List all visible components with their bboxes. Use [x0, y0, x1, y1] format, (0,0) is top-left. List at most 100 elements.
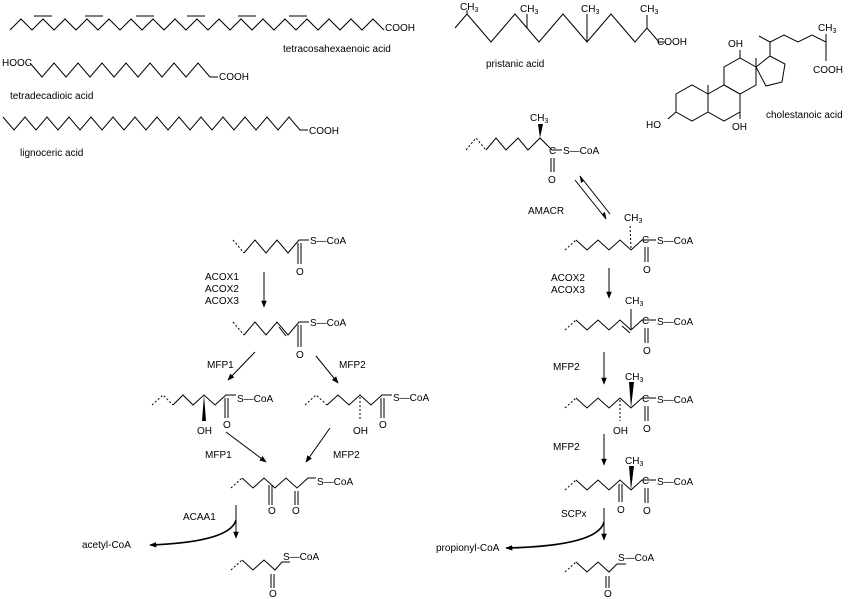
carbonyl-o-label: O	[292, 506, 300, 517]
carbon-c-label: C	[549, 146, 556, 157]
cooh-label: COOH	[385, 23, 415, 34]
cholestanoic-acid-structure: HO OH OH CH3 COOH cholestanoic acid	[646, 23, 843, 133]
carbon-c-label: C	[642, 235, 649, 246]
ch3-label: CH3	[625, 296, 643, 308]
enzyme-acox2-label: ACOX2	[205, 284, 239, 295]
enzyme-acox1-label: ACOX1	[205, 272, 239, 283]
acetyl-coa-label: acetyl-CoA	[82, 540, 131, 551]
s-coa-label: S—CoA	[657, 395, 693, 406]
tetradecadioic-acid-label: tetradecadioic acid	[10, 91, 93, 102]
cooh-label: COOH	[657, 37, 687, 48]
s-coa-label: S—CoA	[618, 553, 654, 564]
oh-label: OH	[353, 426, 368, 437]
carbonyl-o-label: O	[643, 424, 651, 435]
enzyme-mfp2-label: MFP2	[333, 450, 360, 461]
lignoceric-acid-structure: COOH lignoceric acid	[2, 116, 339, 159]
arrow-propionyl-coa-release	[505, 521, 605, 551]
keto-methylacyl-coa-structure: CH3 O C O S—CoA	[564, 456, 693, 517]
pristanic-acid-structure: CH3 CH3 CH3 CH3 COOH pristanic acid	[454, 2, 687, 70]
pristanic-acid-label: pristanic acid	[486, 59, 544, 70]
carbonyl-o-label: O	[643, 506, 651, 517]
s-coa-label: S—CoA	[310, 236, 346, 247]
carbon-c-label: C	[642, 476, 649, 487]
carbonyl-o-label: O	[269, 589, 277, 599]
carbonyl-o-label: O	[379, 420, 387, 431]
methyl-enoyl-coa-structure: CH3 C O S—CoA	[564, 296, 693, 357]
enzyme-acaa1-label: ACAA1	[183, 512, 216, 523]
arrow-mfp2-hydration	[315, 355, 339, 384]
tetracosahexaenoic-acid-structure: COOH tetracosahexaenoic acid	[9, 15, 415, 55]
carbon-c-label: C	[642, 316, 649, 327]
carbon-c-label: C	[642, 394, 649, 405]
cholestanoic-acid-label: cholestanoic acid	[766, 110, 843, 121]
s-coa-label: S—CoA	[657, 317, 693, 328]
enzyme-mfp2-label: MFP2	[553, 362, 580, 373]
cooh-label: COOH	[219, 72, 249, 83]
tetradecadioic-acid-structure: HOOC COOH tetradecadioic acid	[2, 58, 249, 102]
acyl-coa-structure: O S—CoA	[232, 236, 346, 278]
enzyme-mfp2-label: MFP2	[553, 442, 580, 453]
enzyme-amacr-label: AMACR	[528, 206, 564, 217]
enzyme-mfp1-label: MFP1	[207, 360, 234, 371]
cooh-label: COOH	[813, 65, 843, 76]
hydroxy-methylacyl-coa-structure: CH3 OH C O S—CoA	[564, 372, 693, 437]
oh-label: OH	[613, 426, 628, 437]
ch3-label: CH3	[581, 4, 599, 16]
enoyl-coa-structure: O S—CoA	[232, 318, 346, 361]
enzyme-acox3-label: ACOX3	[205, 296, 239, 307]
s-coa-label: S—CoA	[310, 318, 346, 329]
oh-label: OH	[728, 39, 743, 50]
arrow-mfp1-hydration	[227, 351, 256, 381]
ch3-label: CH3	[530, 113, 548, 125]
arrow-acetyl-coa-release	[149, 519, 237, 548]
s-coa-label: S—CoA	[283, 552, 319, 563]
s-coa-label: S—CoA	[657, 477, 693, 488]
enzyme-mfp2-label: MFP2	[339, 360, 366, 371]
ketoacyl-coa-structure: O O S—CoA	[230, 477, 353, 517]
carbonyl-o-label: O	[296, 350, 304, 361]
hooc-label: HOOC	[2, 58, 32, 69]
r-methylacyl-coa-structure: CH3 C O S—CoA	[465, 113, 599, 186]
lignoceric-acid-label: lignoceric acid	[20, 148, 83, 159]
arrow-amacr-reverse	[579, 175, 611, 215]
carbonyl-o-label: O	[643, 265, 651, 276]
carbonyl-o-label: O	[296, 267, 304, 278]
s-methylacyl-coa-structure: CH3 C O S—CoA	[564, 213, 693, 276]
shortened-acyl-coa-structure: O S—CoA	[230, 552, 319, 599]
s-coa-label: S—CoA	[563, 146, 599, 157]
arrow-mfp1-dehydrogenation	[225, 431, 267, 463]
cooh-label: COOH	[309, 126, 339, 137]
arrow-mfp2-dehydrogenation	[305, 427, 331, 463]
enzyme-scpx-label: SCPx	[561, 509, 587, 520]
keto-o-label: O	[268, 506, 276, 517]
ch3-label: CH3	[460, 2, 478, 14]
propionyl-coa-label: propionyl-CoA	[436, 543, 500, 554]
hydroxyacyl-coa-left-structure: OH O S—CoA	[151, 394, 273, 437]
carbonyl-o-label: O	[604, 589, 612, 599]
ch3-label: CH3	[640, 4, 658, 16]
oh-label: OH	[197, 426, 212, 437]
s-coa-label: S—CoA	[237, 394, 273, 405]
enzyme-mfp1-label: MFP1	[205, 450, 232, 461]
ho-label: HO	[646, 120, 661, 131]
enzyme-acox3-label: ACOX3	[551, 285, 585, 296]
ch3-label: CH3	[625, 372, 643, 384]
keto-o-label: O	[617, 505, 625, 516]
arrow-amacr-forward	[574, 179, 607, 220]
tetracosahexaenoic-acid-label: tetracosahexaenoic acid	[283, 44, 391, 55]
s-coa-label: S—CoA	[393, 393, 429, 404]
ch3-label: CH3	[520, 4, 538, 16]
carbonyl-o-label: O	[643, 346, 651, 357]
s-coa-label: S—CoA	[317, 477, 353, 488]
shortened-branched-acyl-coa-structure: O S—CoA	[564, 553, 654, 599]
ch3-label: CH3	[624, 213, 642, 225]
hydroxyacyl-coa-right-structure: OH O S—CoA	[304, 393, 429, 437]
ch3-label: CH3	[625, 456, 643, 468]
ch3-label: CH3	[818, 23, 836, 35]
oh-label: OH	[732, 122, 747, 133]
carbonyl-o-label: O	[548, 175, 556, 186]
enzyme-acox2-label: ACOX2	[551, 273, 585, 284]
carbonyl-o-label: O	[223, 420, 231, 431]
s-coa-label: S—CoA	[657, 236, 693, 247]
